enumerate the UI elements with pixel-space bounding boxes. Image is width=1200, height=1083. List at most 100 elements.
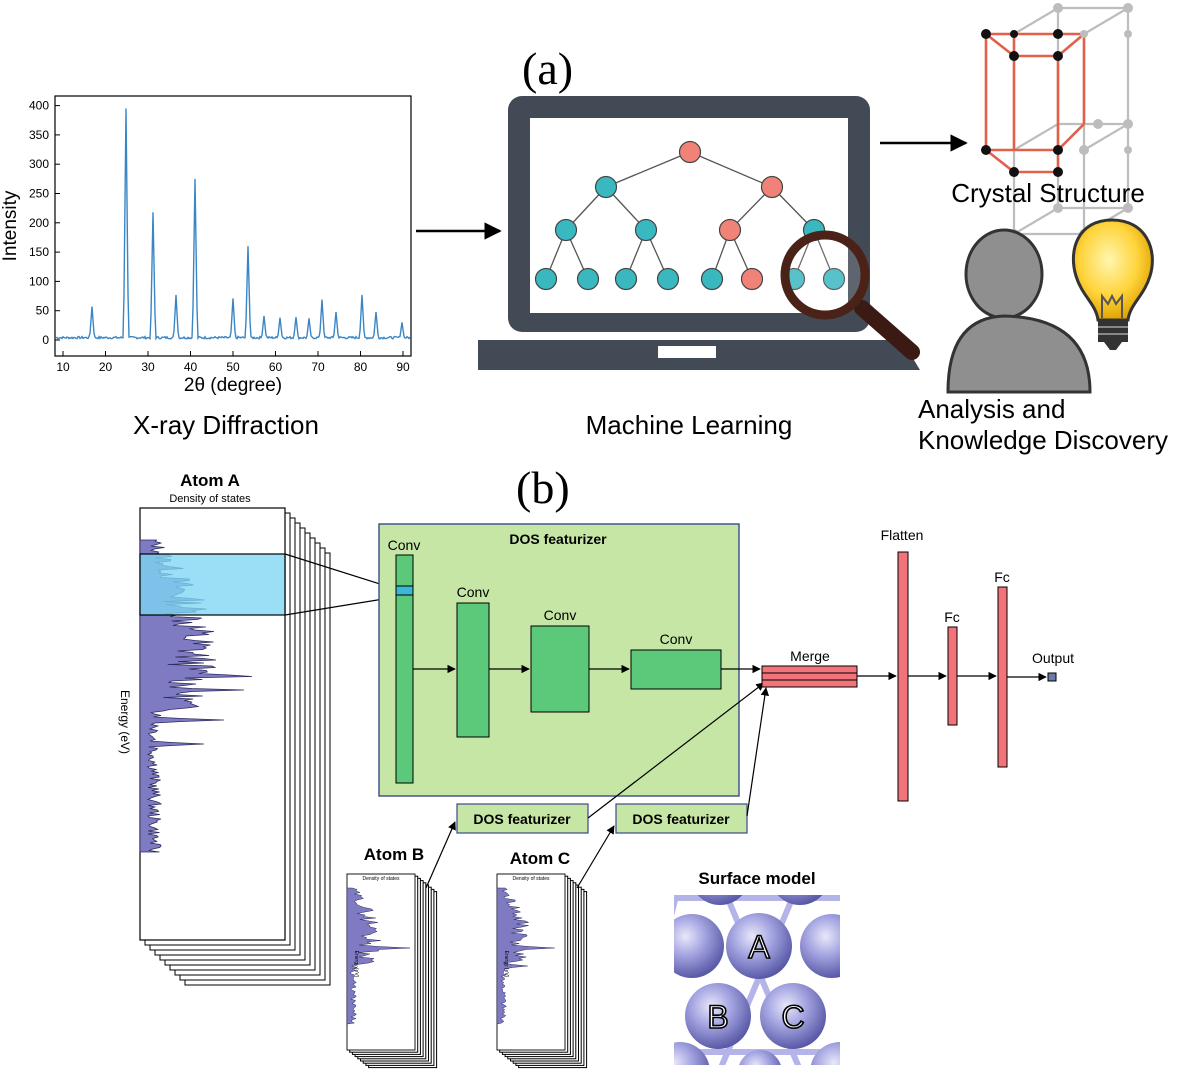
analysis-caption-line-1: Analysis and — [918, 394, 1065, 424]
surface-site-a-atom — [726, 913, 792, 979]
panel-a-label: (a) — [522, 43, 573, 94]
panel-b-label: (b) — [516, 462, 570, 513]
xrd-x-tick-label: 70 — [311, 360, 325, 374]
window-projection-top — [284, 553, 397, 590]
surface-site-c-label: C — [781, 999, 804, 1035]
xrd-y-tick-label: 50 — [36, 304, 50, 318]
atom-b-energy-label: Energy (eV) — [353, 951, 359, 978]
surface-site-a-label: A — [748, 929, 770, 965]
conv-label-1: Conv — [388, 537, 421, 553]
tree-node — [634, 218, 658, 242]
atom-a-subtitle: Density of states — [169, 493, 251, 505]
analysis-caption-line-2: Knowledge Discovery — [918, 425, 1168, 455]
atom-a-dos-page: Energy (eV) — [118, 507, 286, 941]
output-node — [1047, 672, 1057, 682]
conv-label-4: Conv — [660, 631, 693, 647]
atom-c-dos-curve — [496, 887, 555, 1025]
window-projection-bottom — [284, 596, 397, 616]
conv-layer-2 — [456, 602, 490, 738]
xrd-x-tick-label: 20 — [99, 360, 113, 374]
laptop-trackpad — [658, 346, 716, 358]
atom-c-title: Atom C — [510, 849, 570, 868]
tree-node — [594, 175, 618, 199]
xrd-y-tick-label: 300 — [29, 157, 49, 171]
crystal-caption: Crystal Structure — [951, 178, 1145, 208]
atom-b-title: Atom B — [364, 845, 424, 864]
xrd-y-tick-label: 100 — [29, 274, 49, 288]
flatten-layer — [897, 551, 909, 802]
xrd-y-tick-label: 350 — [29, 128, 49, 142]
arrow-atom-c-to-featurizer — [576, 825, 615, 889]
xrd-x-tick-label: 10 — [56, 360, 70, 374]
tree-node — [760, 175, 784, 199]
conv-layer-4 — [630, 649, 722, 690]
ml-caption: Machine Learning — [586, 410, 793, 440]
lightbulb-icon — [1071, 218, 1154, 350]
atom-a-energy-label: Energy (eV) — [118, 690, 132, 754]
conv-label-3: Conv — [544, 607, 577, 623]
xrd-y-tick-label: 200 — [29, 216, 49, 230]
atom-b-dos-curve — [346, 887, 411, 1025]
xrd-x-tick-label: 90 — [396, 360, 410, 374]
xrd-x-ticks: 10 20 30 40 50 60 70 80 90 — [56, 351, 410, 374]
xrd-x-tick-label: 50 — [226, 360, 240, 374]
fc-layer-1 — [947, 626, 958, 726]
merge-layer: Merge — [761, 648, 858, 688]
atom-b-dos-title: Density of states — [363, 876, 400, 882]
atom-a-receptive-window — [139, 553, 286, 616]
laptop-illustration: Machine Learning — [478, 96, 920, 440]
dos-featurizer-b: DOS featurizer — [456, 803, 589, 834]
magnifier-icon — [780, 230, 920, 360]
featurizer-c-label: DOS featurizer — [632, 811, 730, 827]
atom-c-dos-page: Density of states Energy (eV) — [496, 873, 566, 1051]
tree-node — [554, 218, 578, 242]
dos-featurizer-block: DOS featurizer Conv Conv Conv Conv — [378, 523, 761, 797]
output-label: Output — [1032, 650, 1074, 666]
xrd-x-tick-label: 30 — [141, 360, 155, 374]
xrd-y-ticks: 0 50 100 150 200 250 300 350 400 — [29, 99, 60, 347]
xrd-x-tick-label: 60 — [269, 360, 283, 374]
atom-c-energy-label: Energy (eV) — [503, 951, 509, 978]
tree-node — [614, 267, 638, 291]
merge-label: Merge — [790, 648, 830, 664]
person-icon — [946, 228, 1092, 394]
conv-layer-3 — [530, 625, 590, 713]
crystal-structure-icon: Crystal Structure — [951, 3, 1145, 239]
atom-a-title: Atom A — [180, 471, 240, 490]
xrd-spectrum-line — [55, 108, 411, 341]
xrd-x-axis-label: 2θ (degree) — [184, 375, 282, 396]
conv-label-2: Conv — [457, 584, 490, 600]
tree-node — [678, 140, 702, 164]
xrd-chart: 0 50 100 150 200 250 300 350 400 10 20 30 40 50 60 70 8… — [0, 95, 412, 440]
tree-node — [822, 267, 846, 291]
xrd-x-tick-label: 40 — [184, 360, 198, 374]
surface-site-b-label: B — [707, 999, 728, 1035]
xrd-y-tick-label: 400 — [29, 99, 49, 113]
surface-model — [674, 895, 840, 1065]
xrd-caption: X-ray Diffraction — [133, 410, 319, 440]
xrd-y-tick-label: 150 — [29, 245, 49, 259]
fc-layer-2 — [997, 586, 1008, 768]
fc-label-2: Fc — [994, 569, 1010, 585]
xrd-y-tick-label: 0 — [42, 333, 49, 347]
xrd-y-axis-label: Intensity — [0, 190, 21, 261]
atom-c-dos-title: Density of states — [513, 876, 550, 882]
xrd-plot-frame — [54, 95, 412, 357]
xrd-x-tick-label: 80 — [354, 360, 368, 374]
conv-layer-1-window — [395, 585, 414, 596]
surface-site-c-atom — [760, 983, 826, 1049]
dos-featurizer-c: DOS featurizer — [615, 803, 748, 834]
arrow-c-to-merge — [746, 687, 770, 817]
arrow-atom-b-to-featurizer — [425, 821, 456, 889]
fc-label-1: Fc — [944, 609, 960, 625]
tree-node — [718, 218, 742, 242]
tree-node — [656, 267, 680, 291]
flatten-label: Flatten — [881, 527, 924, 543]
tree-node — [576, 267, 600, 291]
tree-node — [534, 267, 558, 291]
tree-node — [740, 267, 764, 291]
featurizer-b-label: DOS featurizer — [473, 811, 571, 827]
xrd-y-tick-label: 250 — [29, 187, 49, 201]
tree-node — [700, 267, 724, 291]
